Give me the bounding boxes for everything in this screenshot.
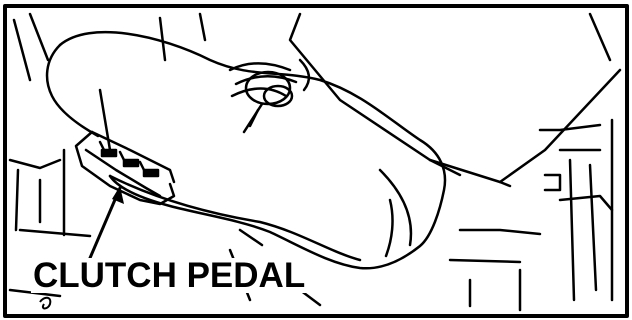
clutch-pedal-label: CLUTCH PEDAL bbox=[31, 258, 307, 293]
